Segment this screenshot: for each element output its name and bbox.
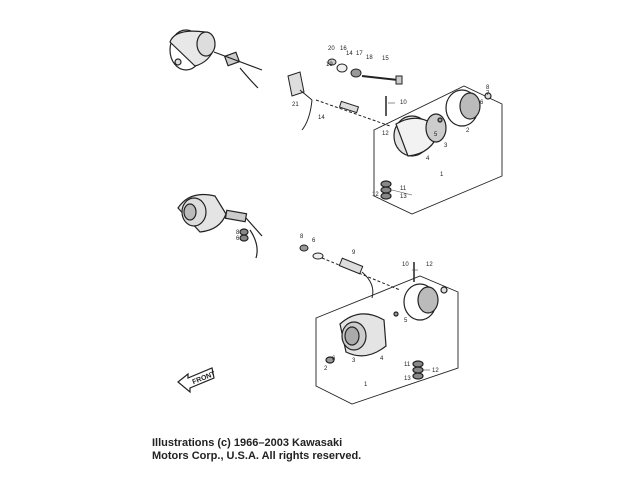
callout-number: 12 [382,131,389,137]
callout-number: 8 [300,234,304,240]
callout-number: 9 [352,250,356,256]
lower-mount-hardware [299,244,415,299]
callout-number: 16 [340,46,347,52]
callout-number: 6 [480,100,484,106]
copyright-line-2: Motors Corp., U.S.A. All rights reserved… [152,450,362,462]
callout-number: 5 [404,318,408,324]
callout-number: 18 [366,55,373,61]
callout-number: 2 [466,128,470,134]
callout-number: 10 [400,100,407,106]
callout-number: 11 [400,186,407,192]
callout-number: 4 [380,356,384,362]
callout-number: 17 [356,51,363,57]
callouts-upper: 20 16 14 17 18 15 19 21 10 14 12 5 8 7 6… [292,46,490,200]
callout-number: 13 [404,376,411,382]
leader-lines [388,102,430,371]
upper-signal-assembly [373,85,503,215]
callout-number: 6 [312,238,316,244]
callout-number: 6 [236,236,240,242]
callout-number: 7 [486,91,490,97]
callout-number: 20 [328,46,335,52]
callout-number: 8 [486,85,490,91]
callout-number: 15 [382,56,389,62]
callout-number: 10 [402,262,409,268]
callout-number: 14 [346,51,353,57]
callout-number: 19 [326,62,333,68]
callouts-middle-left: 8 6 [236,230,240,242]
callouts-lower: 8 6 9 10 12 5 2 6 3 4 1 11 12 13 [300,234,439,388]
callout-number: 4 [426,156,430,162]
callout-number: 13 [400,194,407,200]
callout-number: 6 [332,356,336,362]
lower-signal-assembly [315,275,459,405]
copyright-line-1: Illustrations (c) 1966–2003 Kawasaki [152,437,343,449]
callout-number: 3 [444,143,448,149]
callout-number: 3 [352,358,356,364]
callout-number: 5 [434,132,438,138]
callout-number: 8 [236,230,240,236]
front-direction-arrow: FRONT [177,367,217,394]
callout-number: 12 [432,368,439,374]
turn-signal-middle-left [177,193,263,259]
callout-number: 12 [426,262,433,268]
callout-number: 21 [292,102,299,108]
callout-number: 14 [318,115,325,121]
callout-number: 12 [372,192,379,198]
callout-number: 1 [440,172,444,178]
callout-number: 11 [404,362,411,368]
turn-signal-top-left [169,29,263,89]
copyright-notice: Illustrations (c) 1966–2003 Kawasaki Mot… [152,437,361,463]
callout-number: 1 [364,382,368,388]
upper-mount-hardware [287,58,403,131]
callout-number: 2 [324,366,328,372]
